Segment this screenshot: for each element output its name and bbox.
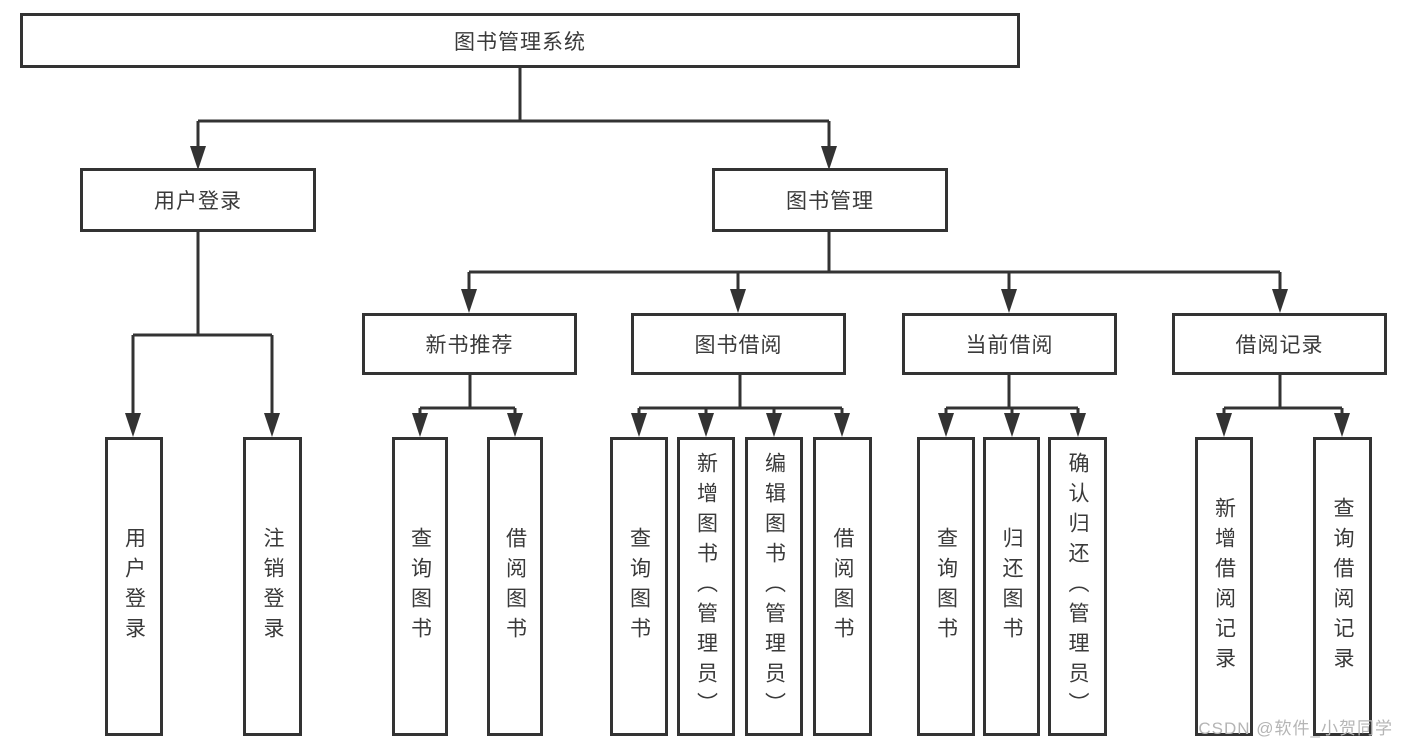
leaf-borrow-edit-books-admin-label: 编辑图书（管理员）	[762, 451, 786, 722]
leaf-newbook-borrow-books-label: 借阅图书	[503, 526, 527, 647]
leaf-current-query-books: 查询图书	[917, 437, 975, 736]
leaf-borrow-edit-books-admin: 编辑图书（管理员）	[745, 437, 803, 736]
leaf-current-query-books-label: 查询图书	[934, 526, 958, 647]
node-borrow-record: 借阅记录	[1172, 313, 1387, 375]
leaf-record-add-borrow-record: 新增借阅记录	[1195, 437, 1253, 736]
leaf-borrow-borrow-books: 借阅图书	[813, 437, 872, 736]
node-book-borrow: 图书借阅	[631, 313, 846, 375]
leaf-logout: 注销登录	[243, 437, 302, 736]
node-root: 图书管理系统	[20, 13, 1020, 68]
leaf-borrow-borrow-books-label: 借阅图书	[831, 526, 854, 647]
node-book-management-label: 图书管理	[786, 190, 874, 213]
leaf-user-login-label: 用户登录	[122, 526, 146, 647]
node-current-borrow: 当前借阅	[902, 313, 1117, 375]
leaf-current-confirm-return-admin-label: 确认归还（管理员）	[1066, 451, 1089, 722]
csdn-watermark: CSDN @软件_小贺同学	[1198, 719, 1393, 738]
leaf-user-login: 用户登录	[105, 437, 163, 736]
node-book-management: 图书管理	[712, 168, 948, 232]
leaf-borrow-add-books-admin-label: 新增图书（管理员）	[694, 451, 718, 722]
node-new-book-recommend-label: 新书推荐	[425, 334, 514, 357]
leaf-borrow-query-books-label: 查询图书	[627, 526, 651, 647]
leaf-newbook-query-books: 查询图书	[392, 437, 448, 736]
leaf-current-return-books-label: 归还图书	[1000, 526, 1023, 647]
node-book-borrow-label: 图书借阅	[694, 334, 783, 357]
leaf-borrow-query-books: 查询图书	[610, 437, 668, 736]
leaf-borrow-add-books-admin: 新增图书（管理员）	[677, 437, 735, 736]
node-current-borrow-label: 当前借阅	[965, 334, 1054, 357]
node-borrow-record-label: 借阅记录	[1235, 334, 1324, 357]
leaf-record-query-borrow-record: 查询借阅记录	[1313, 437, 1372, 736]
leaf-record-query-borrow-record-label: 查询借阅记录	[1331, 496, 1354, 677]
leaf-current-confirm-return-admin: 确认归还（管理员）	[1048, 437, 1107, 736]
leaf-newbook-query-books-label: 查询图书	[408, 526, 432, 647]
node-new-book-recommend: 新书推荐	[362, 313, 577, 375]
arrowheads	[125, 146, 1350, 437]
leaf-newbook-borrow-books: 借阅图书	[487, 437, 543, 736]
leaf-current-return-books: 归还图书	[983, 437, 1040, 736]
node-root-label: 图书管理系统	[454, 30, 586, 54]
leaf-logout-label: 注销登录	[261, 526, 284, 647]
node-user-login-label: 用户登录	[154, 190, 242, 213]
node-user-login: 用户登录	[80, 168, 316, 232]
leaf-record-add-borrow-record-label: 新增借阅记录	[1212, 496, 1236, 677]
